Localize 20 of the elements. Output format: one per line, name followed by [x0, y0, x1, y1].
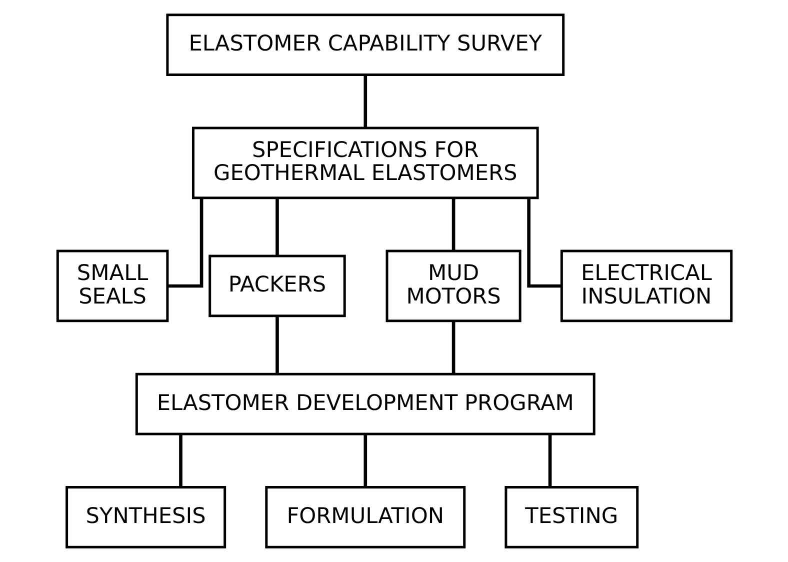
node-box: SPECIFICATIONS FOR GEOTHERMAL ELASTOMERS [191, 126, 538, 200]
connector [167, 198, 203, 288]
node-box: ELASTOMER DEVELOPMENT PROGRAM [134, 372, 595, 436]
connector [548, 434, 552, 487]
node-box: ELASTOMER CAPABILITY SURVEY [166, 14, 564, 76]
connector [363, 75, 367, 128]
connector [363, 434, 367, 487]
node-box: SMALL SEALS [56, 250, 168, 322]
connector [526, 198, 562, 288]
connector [275, 316, 278, 374]
node-box: FORMULATION [264, 486, 466, 548]
node-box: ELECTRICAL INSULATION [560, 250, 732, 322]
node-box: SYNTHESIS [65, 486, 226, 548]
connector [451, 198, 455, 251]
node-box: MUD MOTORS [385, 250, 521, 322]
connector [275, 198, 278, 256]
connector [451, 321, 455, 374]
connector [178, 434, 182, 487]
node-box: PACKERS [208, 254, 346, 318]
node-box: TESTING [504, 486, 638, 548]
